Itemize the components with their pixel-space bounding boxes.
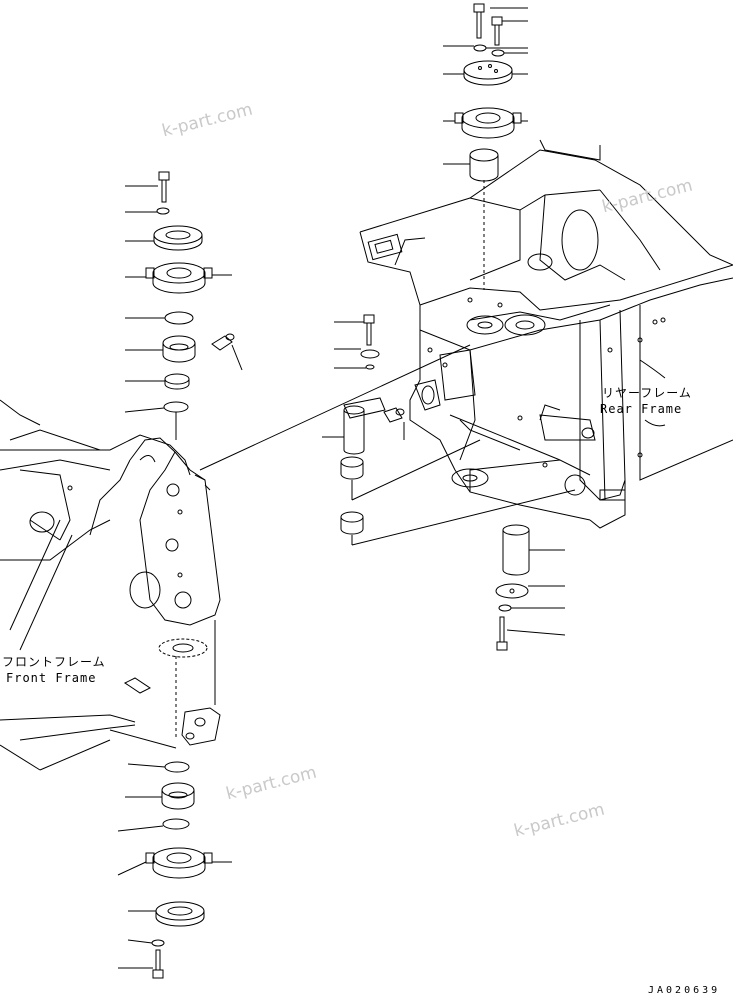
mid-pin bbox=[343, 397, 386, 455]
mid-grease-fitting bbox=[383, 407, 405, 423]
rear-frame bbox=[359, 139, 733, 529]
lower-lockwasher bbox=[498, 604, 512, 612]
mid-bushing-2 bbox=[340, 511, 364, 535]
lower-pin bbox=[502, 524, 530, 576]
mid-washer bbox=[360, 349, 380, 359]
left-top-housing bbox=[145, 262, 213, 294]
rear-frame-label-en: Rear Frame bbox=[600, 402, 683, 416]
top-washer-right bbox=[491, 49, 505, 57]
mid-lockwasher bbox=[365, 364, 375, 370]
front-frame bbox=[0, 399, 221, 771]
left-grease-fitting bbox=[211, 333, 235, 351]
left-bottom-bolt bbox=[152, 949, 164, 979]
top-cap-plate bbox=[463, 60, 513, 86]
lower-bolt bbox=[496, 616, 508, 651]
left-top-oring bbox=[163, 401, 189, 413]
front-frame-shim-plate bbox=[158, 638, 208, 658]
left-bottom-oring bbox=[164, 761, 190, 773]
left-top-bearing bbox=[162, 335, 196, 363]
top-bolt-left bbox=[473, 3, 485, 39]
left-bottom-cap bbox=[155, 901, 205, 927]
left-top-bolt bbox=[158, 171, 170, 203]
rear-frame-label-jp: リヤーフレーム bbox=[602, 386, 692, 400]
left-top-shim bbox=[164, 311, 194, 325]
left-top-seal bbox=[164, 373, 190, 390]
top-bushing bbox=[469, 148, 499, 182]
top-washer-left bbox=[473, 44, 487, 52]
drawing-code: JA020639 bbox=[648, 985, 721, 996]
lower-plate bbox=[495, 583, 529, 599]
left-top-cap bbox=[153, 225, 203, 251]
mid-bolt bbox=[363, 314, 375, 346]
front-frame-label-jp: フロントフレーム bbox=[2, 655, 106, 669]
left-bottom-washer bbox=[151, 939, 165, 947]
left-bottom-housing bbox=[145, 847, 213, 879]
left-bottom-shim bbox=[162, 818, 190, 830]
left-bottom-bearing bbox=[161, 782, 195, 810]
mid-bushing-1 bbox=[340, 456, 364, 480]
top-bolt-right bbox=[491, 16, 503, 46]
left-top-washer bbox=[156, 207, 170, 215]
front-frame-label-en: Front Frame bbox=[6, 671, 97, 685]
top-bearing-housing bbox=[454, 107, 522, 139]
